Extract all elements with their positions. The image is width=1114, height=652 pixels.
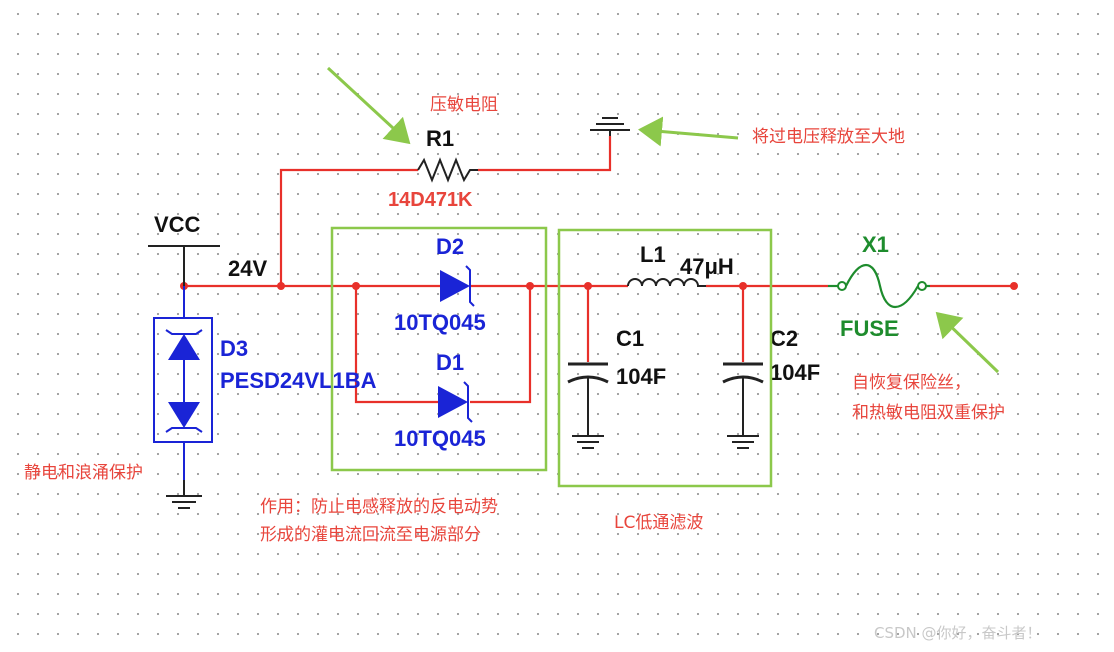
d3-ref: D3: [220, 336, 248, 361]
c1-capacitor[interactable]: [567, 362, 609, 449]
voltage-label: 24V: [228, 256, 267, 281]
x1-value: FUSE: [840, 316, 899, 341]
d3-tvs-diode[interactable]: [153, 286, 213, 480]
vcc-symbol: [148, 245, 220, 286]
x1-fuse[interactable]: [828, 264, 930, 308]
arrow-to-ground: [638, 116, 739, 147]
diode-group-box: [330, 226, 548, 472]
fuse-note-line1: 自恢复保险丝，: [852, 373, 971, 393]
d1-ref: D1: [436, 350, 464, 375]
junction-dots: [180, 282, 1018, 290]
lc-filter-box: [557, 228, 773, 488]
vcc-label: VCC: [154, 212, 201, 237]
c2-ref: C2: [770, 326, 798, 351]
c1-ref: C1: [616, 326, 644, 351]
c2-capacitor[interactable]: [722, 362, 764, 449]
d2-ref: D2: [436, 234, 464, 259]
d2-value: 10TQ045: [394, 310, 486, 335]
d1-diode[interactable]: [438, 381, 473, 423]
varistor-ground-note: 将过电压释放至大地: [752, 127, 905, 147]
r1-ground-symbol: [590, 117, 630, 136]
c1-value: 104F: [616, 364, 666, 389]
diode-purpose-line1: 作用：防止电感释放的反电动势: [260, 497, 498, 517]
c2-value: 104F: [770, 360, 820, 385]
r1-varistor[interactable]: [417, 157, 478, 183]
arrow-to-fuse: [935, 311, 1000, 374]
esd-protection-note: 静电和浪涌保护: [24, 463, 143, 483]
main-rail-wires: [184, 136, 1014, 404]
arrow-to-varistor: [326, 66, 411, 145]
watermark: CSDN @你好，奋斗者！: [874, 624, 1042, 642]
r1-ref: R1: [426, 126, 454, 151]
lc-filter-note: LC低通滤波: [614, 513, 703, 533]
d2-diode[interactable]: [440, 265, 475, 307]
x1-ref: X1: [862, 232, 889, 257]
diode-purpose-line2: 形成的灌电流回流至电源部分: [260, 525, 481, 545]
d1-value: 10TQ045: [394, 426, 486, 451]
fuse-note-line2: 和热敏电阻双重保护: [852, 403, 1005, 423]
d3-ground-symbol: [166, 480, 202, 509]
l1-ref: L1: [640, 242, 666, 267]
d3-value: PESD24VL1BA: [220, 368, 377, 393]
r1-annotation: 压敏电阻: [430, 95, 498, 115]
l1-value: 47μH: [680, 254, 734, 279]
r1-value: 14D471K: [388, 189, 473, 211]
l1-inductor[interactable]: [627, 278, 706, 287]
